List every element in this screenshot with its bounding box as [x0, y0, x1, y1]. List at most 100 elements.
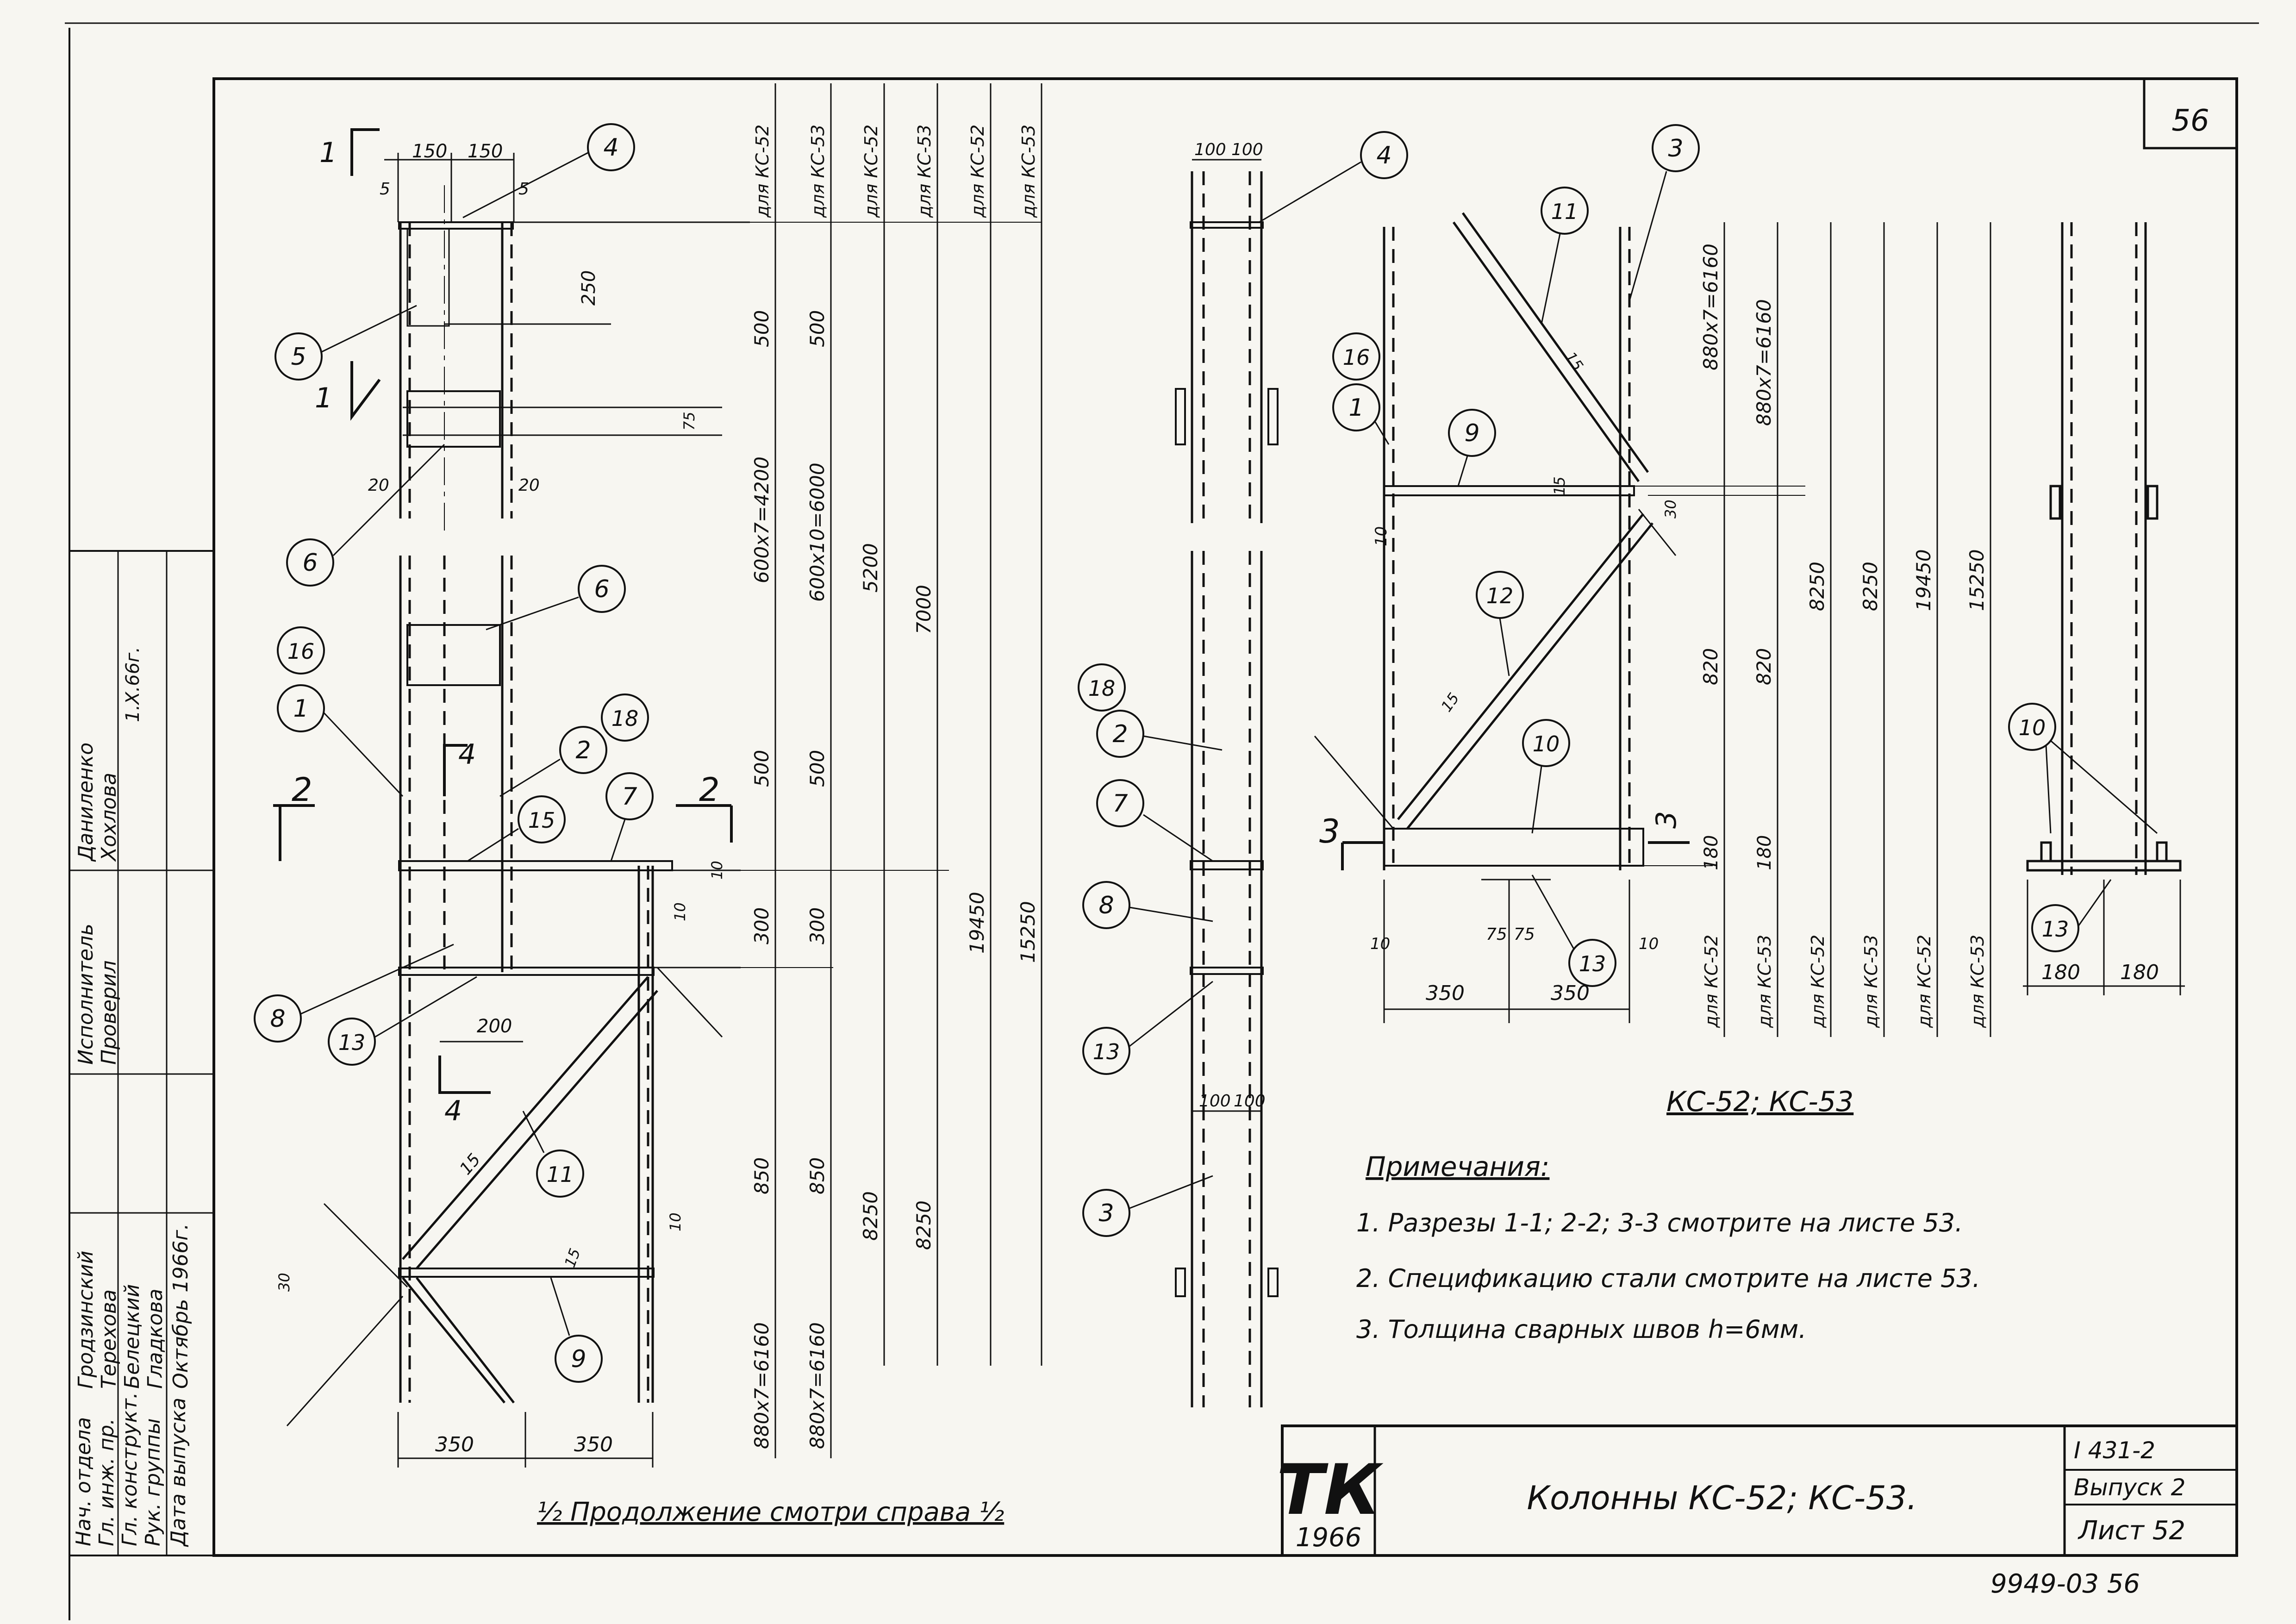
section-4-bottom: 4 — [444, 1095, 462, 1127]
stamp-role-5: Дата выпуска — [167, 1398, 190, 1547]
det-dim-10c: 10 — [1372, 526, 1391, 546]
det-dim-10b: 10 — [1639, 935, 1659, 953]
dimension-columns: для КС-52 500 600x7=4200 500 300 850 880… — [514, 83, 1042, 1458]
sheet-number-top: 56 — [2171, 104, 2209, 138]
detcol-2-v1: 820 — [1753, 648, 1775, 685]
weld-15-beam: 15 — [561, 1246, 584, 1269]
detcol-5-label: для КС-52 — [1914, 935, 1934, 1028]
det-dim-10a: 10 — [1370, 935, 1390, 953]
det-dim-75a: 75 — [1486, 925, 1507, 944]
dim-10-left: 10 — [671, 902, 689, 921]
base-detail-labels: 10 13 180 180 — [2008, 703, 2159, 984]
stamp-role-7: Проверил — [97, 960, 121, 1065]
dimcol-3-v1: 8250 — [859, 1191, 882, 1241]
dimcol-2-v4: 850 — [806, 1157, 829, 1194]
detcol-6-label: для КС-53 — [1967, 935, 1988, 1028]
detcol-3-v0: 8250 — [1806, 562, 1828, 611]
callout-8-mid: 8 — [1098, 892, 1114, 919]
note-2: 2. Спецификацию стали смотрите на листе … — [1356, 1264, 1980, 1293]
detail-callouts: 3 11 16 1 9 12 10 13 350 350 75 75 10 10… — [1319, 124, 1700, 1005]
callout-3-mid: 3 — [1098, 1199, 1114, 1227]
tk-logo: ТК — [1277, 1450, 1384, 1530]
dim-350a: 350 — [435, 1433, 474, 1456]
det-weld-15b: 15 — [1551, 476, 1568, 495]
base-detail — [2023, 222, 2185, 995]
dim-150a: 150 — [412, 141, 447, 162]
base-dim-180b: 180 — [2120, 961, 2159, 984]
section-3-left: 3 — [1319, 812, 1340, 850]
callout-3-det: 3 — [1668, 135, 1683, 162]
callout-10-base: 10 — [2019, 715, 2046, 740]
det-dim-350b: 350 — [1551, 981, 1590, 1005]
dimcol-2-v0: 500 — [806, 310, 829, 347]
callout-7-left: 7 — [622, 783, 637, 811]
detail-dim-columns: для КС-52 180 820 880x7=6160 для КС-53 1… — [1699, 222, 1991, 1037]
dimcol-1-v1: 600x7=4200 — [750, 456, 773, 583]
detcol-2-v0: 180 — [1754, 835, 1775, 870]
dimcol-2-v1: 600x10=6000 — [806, 462, 829, 602]
section-marks-left: 1 1 2 2 4 4 — [273, 128, 733, 1127]
callout-18-mid: 18 — [1088, 676, 1116, 701]
dim-30-30: 30 — [275, 1273, 293, 1292]
caption-continuation: ½ Продолжение смотри справа ½ — [537, 1497, 1004, 1527]
dim-75-75: 75 — [680, 412, 698, 431]
stamp-role-4: Рук. группы — [141, 1418, 165, 1546]
section-3-right: 3 — [1650, 811, 1683, 829]
section-1-mid: 1 — [315, 382, 332, 414]
dim-10-right: 10 — [667, 1212, 684, 1231]
stamp-name-3: Белецкий — [120, 1284, 144, 1389]
stamp-name-4: Гладкова — [144, 1289, 167, 1389]
dim-20b: 20 — [518, 476, 540, 495]
callout-1-left: 1 — [293, 695, 308, 723]
sheet-label: Лист 52 — [2078, 1516, 2185, 1546]
tk-year: 1966 — [1296, 1523, 1362, 1553]
detcol-5-v0: 19450 — [1912, 549, 1935, 611]
callout-17-det: 16 — [1343, 345, 1370, 370]
callout-6b: 6 — [594, 575, 609, 603]
callout-2-left: 2 — [575, 737, 591, 764]
stamp-name-1: Гродзинский — [74, 1250, 98, 1389]
issue-number: Выпуск 2 — [2074, 1474, 2185, 1501]
note-1: 1. Разрезы 1-1; 2-2; 3-3 смотрите на лис… — [1356, 1208, 1963, 1237]
sheet-frame — [65, 22, 2259, 1620]
left-elevation — [286, 185, 723, 1426]
side-elevation — [1175, 159, 1279, 1407]
det-weld-15a: 15 — [1561, 349, 1586, 374]
callout-10-det: 10 — [1533, 731, 1560, 756]
callout-5: 5 — [291, 343, 306, 371]
left-elevation-dims — [384, 153, 750, 1468]
dim-100-bot-b: 100 — [1234, 1092, 1266, 1111]
callout-11-det: 11 — [1551, 199, 1578, 224]
callout-2-mid: 2 — [1112, 720, 1128, 748]
notes: Примечания: 1. Разрезы 1-1; 2-2; 3-3 смо… — [1356, 1151, 1980, 1344]
dimcol-4-label: для КС-53 — [914, 125, 935, 218]
callout-9-det: 9 — [1464, 419, 1479, 447]
det-weld-15c: 15 — [1437, 689, 1462, 715]
callout-12-det: 12 — [1486, 583, 1514, 608]
callout-15-mid: 13 — [1093, 1039, 1120, 1064]
dimcol-1-label: для КС-52 — [752, 125, 773, 218]
dim-20: 20 — [368, 476, 389, 495]
dim-200: 200 — [477, 1016, 512, 1037]
series-number: I 431-2 — [2074, 1437, 2155, 1464]
section-2-left: 2 — [292, 771, 312, 809]
left-dim-labels: 150 150 5 5 250 75 20 20 10 10 200 30 10… — [275, 141, 726, 1456]
dimcol-4-v0: 7000 — [912, 585, 935, 634]
callout-16: 15 — [528, 808, 555, 833]
callout-6a: 6 — [302, 549, 318, 577]
detcol-1-label: для КС-52 — [1701, 935, 1722, 1028]
dimcol-1-v0: 500 — [750, 310, 773, 347]
note-3: 3. Толщина сварных швов h=6мм. — [1356, 1315, 1806, 1344]
stamp-role-2: Гл. инж. пр. — [95, 1418, 119, 1546]
side-elevation-labels: 100 100 100 100 4 18 2 7 8 13 3 — [1078, 131, 1408, 1237]
section-1-top: 1 — [319, 137, 337, 169]
callout-13-det: 13 — [1579, 951, 1606, 976]
dimcol-1-v2: 500 — [750, 750, 773, 787]
detcol-3-label: для КС-52 — [1808, 935, 1828, 1028]
callouts-left: 4 5 6 6 16 1 18 2 15 7 8 13 11 — [254, 123, 654, 1383]
dimcol-6-label: для КС-53 — [1018, 125, 1039, 218]
callout-9-left: 9 — [571, 1345, 586, 1373]
stamp-name-7: Хохлова — [97, 773, 121, 862]
detail-view — [1314, 212, 1805, 1023]
